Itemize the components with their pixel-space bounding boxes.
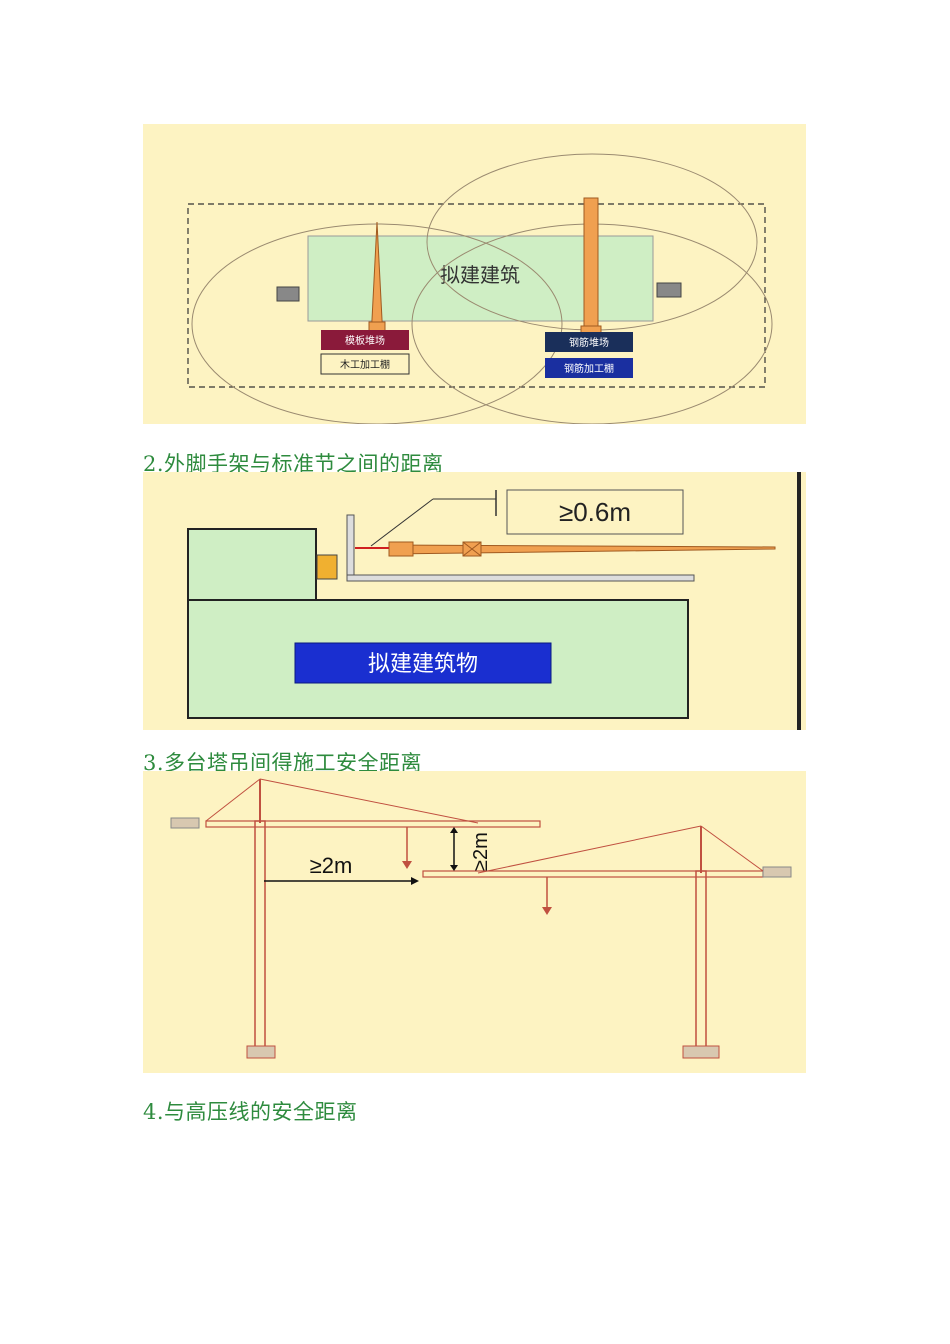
carpentry-shed-box (320, 353, 410, 375)
right-border (797, 472, 801, 730)
right-crane-tower (695, 870, 707, 1054)
left-counterweight (170, 817, 200, 829)
site-layout-figure: 拟建建筑 模板堆场 木工加工棚 钢筋堆场 钢筋加工棚 (143, 124, 806, 424)
building-label: 拟建建筑 (440, 264, 520, 287)
left-side-box (276, 286, 300, 302)
crane-right-jib (583, 197, 599, 327)
building-label: 拟建建筑物 (368, 652, 478, 677)
horizontal-label: ≥2m (310, 853, 353, 878)
crane-mast (388, 541, 414, 557)
scaffold-base (346, 574, 695, 582)
formwork-yard-label: 模板堆场 (345, 334, 385, 347)
rebar-yard-box (545, 332, 633, 352)
scaffold-distance-figure: 拟建建筑物 ≥0.6m (143, 472, 806, 730)
vertical-label: ≥2m (470, 832, 492, 871)
crane-spacing-figure: ≥2m ≥2m (143, 771, 806, 1073)
callout-line (370, 498, 434, 547)
rebar-yard-label: 钢筋堆场 (569, 336, 609, 349)
section4-heading: 4.与高压线的安全距离 (143, 1100, 358, 1124)
formwork-yard-box (321, 330, 409, 350)
right-side-box (656, 282, 682, 298)
building-label-box (294, 642, 552, 684)
left-crane-base (246, 1045, 276, 1059)
distance-label: ≥0.6m (559, 497, 631, 527)
scaffold-wall (346, 514, 355, 582)
existing-block (187, 528, 317, 602)
connector-block (316, 554, 338, 580)
right-crane-base (682, 1045, 720, 1059)
carpentry-shed-label: 木工加工棚 (340, 358, 390, 371)
crane-jib (388, 544, 776, 555)
left-crane-tower (254, 820, 266, 1054)
rebar-shed-box (545, 358, 633, 378)
left-crane-jib (205, 820, 541, 828)
right-counterweight (762, 866, 792, 878)
distance-label-box (506, 489, 684, 535)
rebar-shed-label: 钢筋加工棚 (564, 362, 614, 375)
